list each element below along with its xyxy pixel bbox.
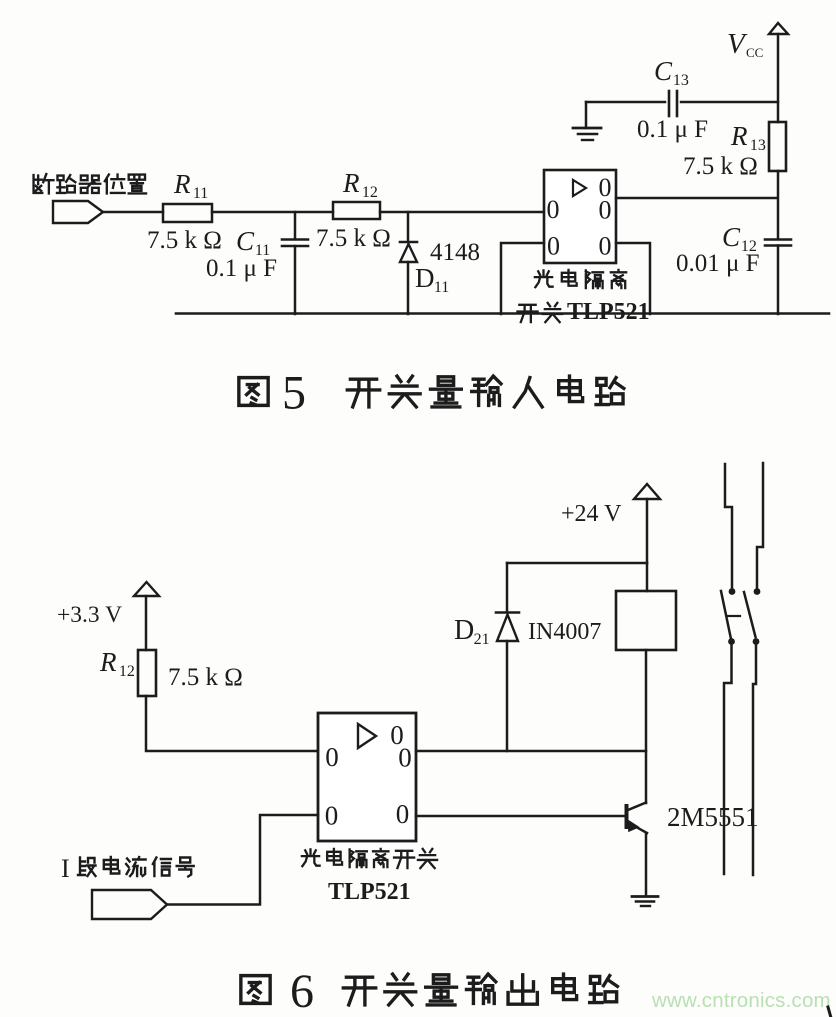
svg-text:12: 12 [119,663,135,680]
svg-text:12: 12 [362,184,378,201]
svg-text:TLP521: TLP521 [567,299,650,325]
svg-text:0.1 μ F: 0.1 μ F [637,116,708,143]
svg-text:R: R [173,169,191,199]
svg-text:21: 21 [474,631,490,648]
svg-text:CC: CC [746,45,763,60]
svg-text:C: C [654,56,673,86]
svg-text:7.5 k Ω: 7.5 k Ω [147,227,222,254]
svg-text:C: C [236,226,255,256]
svg-text:+3.3 V: +3.3 V [57,602,122,628]
svg-text:D: D [454,615,474,646]
svg-text:C: C [722,222,741,252]
svg-text:11: 11 [434,279,449,296]
svg-text:IN4007: IN4007 [528,619,601,645]
svg-text:11: 11 [255,242,270,259]
svg-text:0.1 μ F: 0.1 μ F [206,255,277,282]
svg-text:0: 0 [325,742,339,772]
svg-text:R: R [730,121,748,151]
svg-text:6: 6 [290,965,314,1017]
svg-text:0: 0 [599,232,612,261]
svg-text:0.01 μ F: 0.01 μ F [676,250,760,277]
svg-text:www.cntronics.com: www.cntronics.com [651,989,831,1012]
svg-text:TLP521: TLP521 [328,879,411,905]
svg-text:0: 0 [599,196,612,225]
svg-text:V: V [727,28,748,60]
svg-text:5: 5 [282,367,306,420]
svg-text:7.5 k Ω: 7.5 k Ω [168,664,243,691]
svg-text:12: 12 [741,238,757,255]
svg-text:4148: 4148 [430,239,480,266]
svg-text:I: I [61,854,70,883]
svg-text:0: 0 [396,799,410,829]
svg-text:7.5 k Ω: 7.5 k Ω [683,153,758,180]
svg-text:0: 0 [325,801,339,831]
svg-text:13: 13 [750,137,766,154]
svg-text:0: 0 [547,232,560,261]
svg-text:0: 0 [599,173,612,202]
svg-text:R: R [99,647,117,677]
svg-text:0: 0 [390,720,404,750]
svg-text:0: 0 [398,743,412,773]
svg-text:7.5 k Ω: 7.5 k Ω [316,225,391,252]
svg-text:11: 11 [193,185,208,202]
svg-text:+24 V: +24 V [561,501,622,527]
svg-text:0: 0 [547,195,560,224]
svg-text:R: R [342,168,360,198]
svg-text:D: D [415,263,435,293]
svg-text:13: 13 [673,72,689,89]
svg-text:2M5551: 2M5551 [667,802,759,832]
